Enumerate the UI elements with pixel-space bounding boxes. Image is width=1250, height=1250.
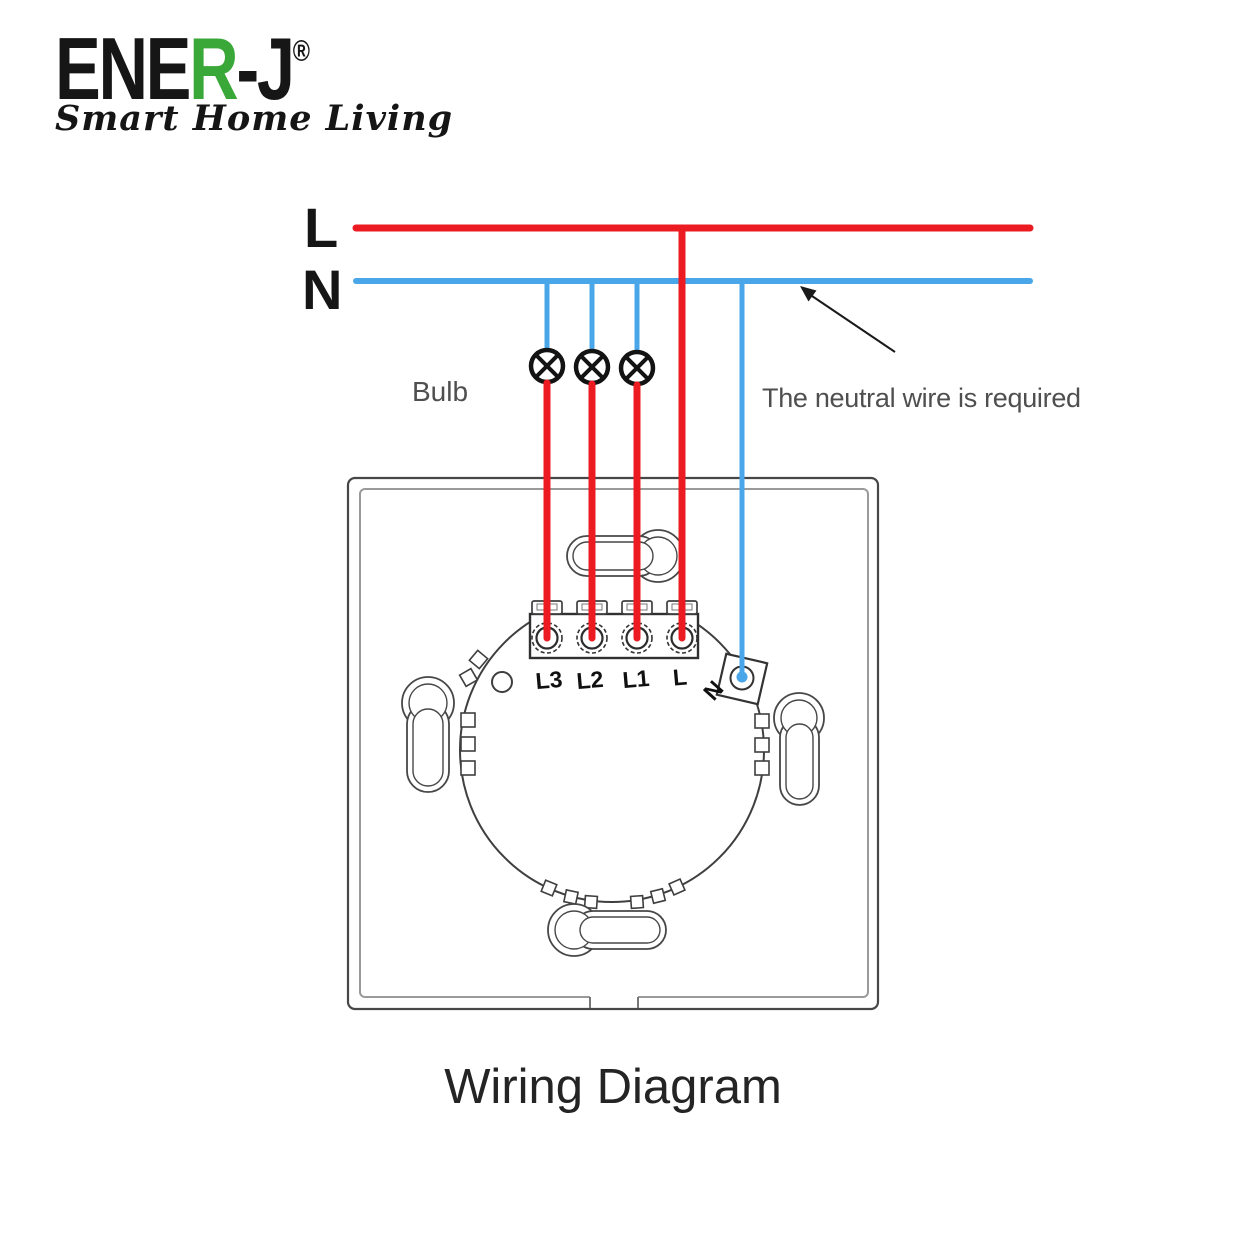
mounting-slot-right xyxy=(773,692,825,806)
bulb-3-icon xyxy=(618,349,656,387)
module-edge-notches xyxy=(458,649,770,910)
mounting-slot-left xyxy=(401,676,455,793)
mounting-slot-top xyxy=(566,529,685,583)
mounting-notch xyxy=(754,737,770,753)
bulb-caption: Bulb xyxy=(412,376,468,407)
brand-wordmark: ENER-J® xyxy=(55,8,383,113)
brand-letters-j: -J xyxy=(236,19,295,118)
mounting-notch xyxy=(754,760,770,776)
mounting-notch xyxy=(668,878,686,896)
terminal-label-l3: L3 xyxy=(534,666,563,694)
mounting-notch xyxy=(629,894,645,910)
mounting-notch xyxy=(460,760,476,776)
mounting-notch xyxy=(468,649,489,670)
bulb-1-icon xyxy=(528,347,566,385)
mounting-notch xyxy=(562,888,580,906)
mounting-notch xyxy=(540,879,558,897)
page-title: Wiring Diagram xyxy=(444,1060,782,1114)
neutral-wire-bus xyxy=(353,278,1033,356)
mounting-slot-bottom xyxy=(547,903,667,957)
mounting-notch xyxy=(460,736,476,752)
arrowhead-icon xyxy=(800,286,817,302)
live-supply-label: L xyxy=(304,196,338,259)
bulb-2-icon xyxy=(573,348,611,386)
mounting-notch xyxy=(458,667,479,688)
mounting-notch xyxy=(754,713,770,729)
neutral-note: The neutral wire is required xyxy=(762,383,1081,413)
neutral-feed-wire xyxy=(736,279,748,683)
terminal-label-l: L xyxy=(672,663,688,690)
mounting-notch xyxy=(460,712,476,728)
live-feed-wires xyxy=(543,224,686,642)
brand-logo: ENER-J® Smart Home Living xyxy=(55,8,475,140)
neutral-note-pointer xyxy=(800,286,896,353)
mounting-notch xyxy=(649,887,667,905)
mounting-notch xyxy=(583,894,599,910)
brand-letters-ene: ENE xyxy=(55,19,191,118)
registered-mark-icon: ® xyxy=(292,35,310,68)
terminal-label-l1: L1 xyxy=(621,665,650,693)
brand-tagline: Smart Home Living xyxy=(55,98,454,139)
bulb-icons xyxy=(528,347,656,387)
terminal-label-l2: L2 xyxy=(575,666,604,694)
neutral-supply-label: N xyxy=(302,258,342,321)
brand-letter-r: R xyxy=(189,19,239,118)
indicator-hole xyxy=(491,671,513,693)
